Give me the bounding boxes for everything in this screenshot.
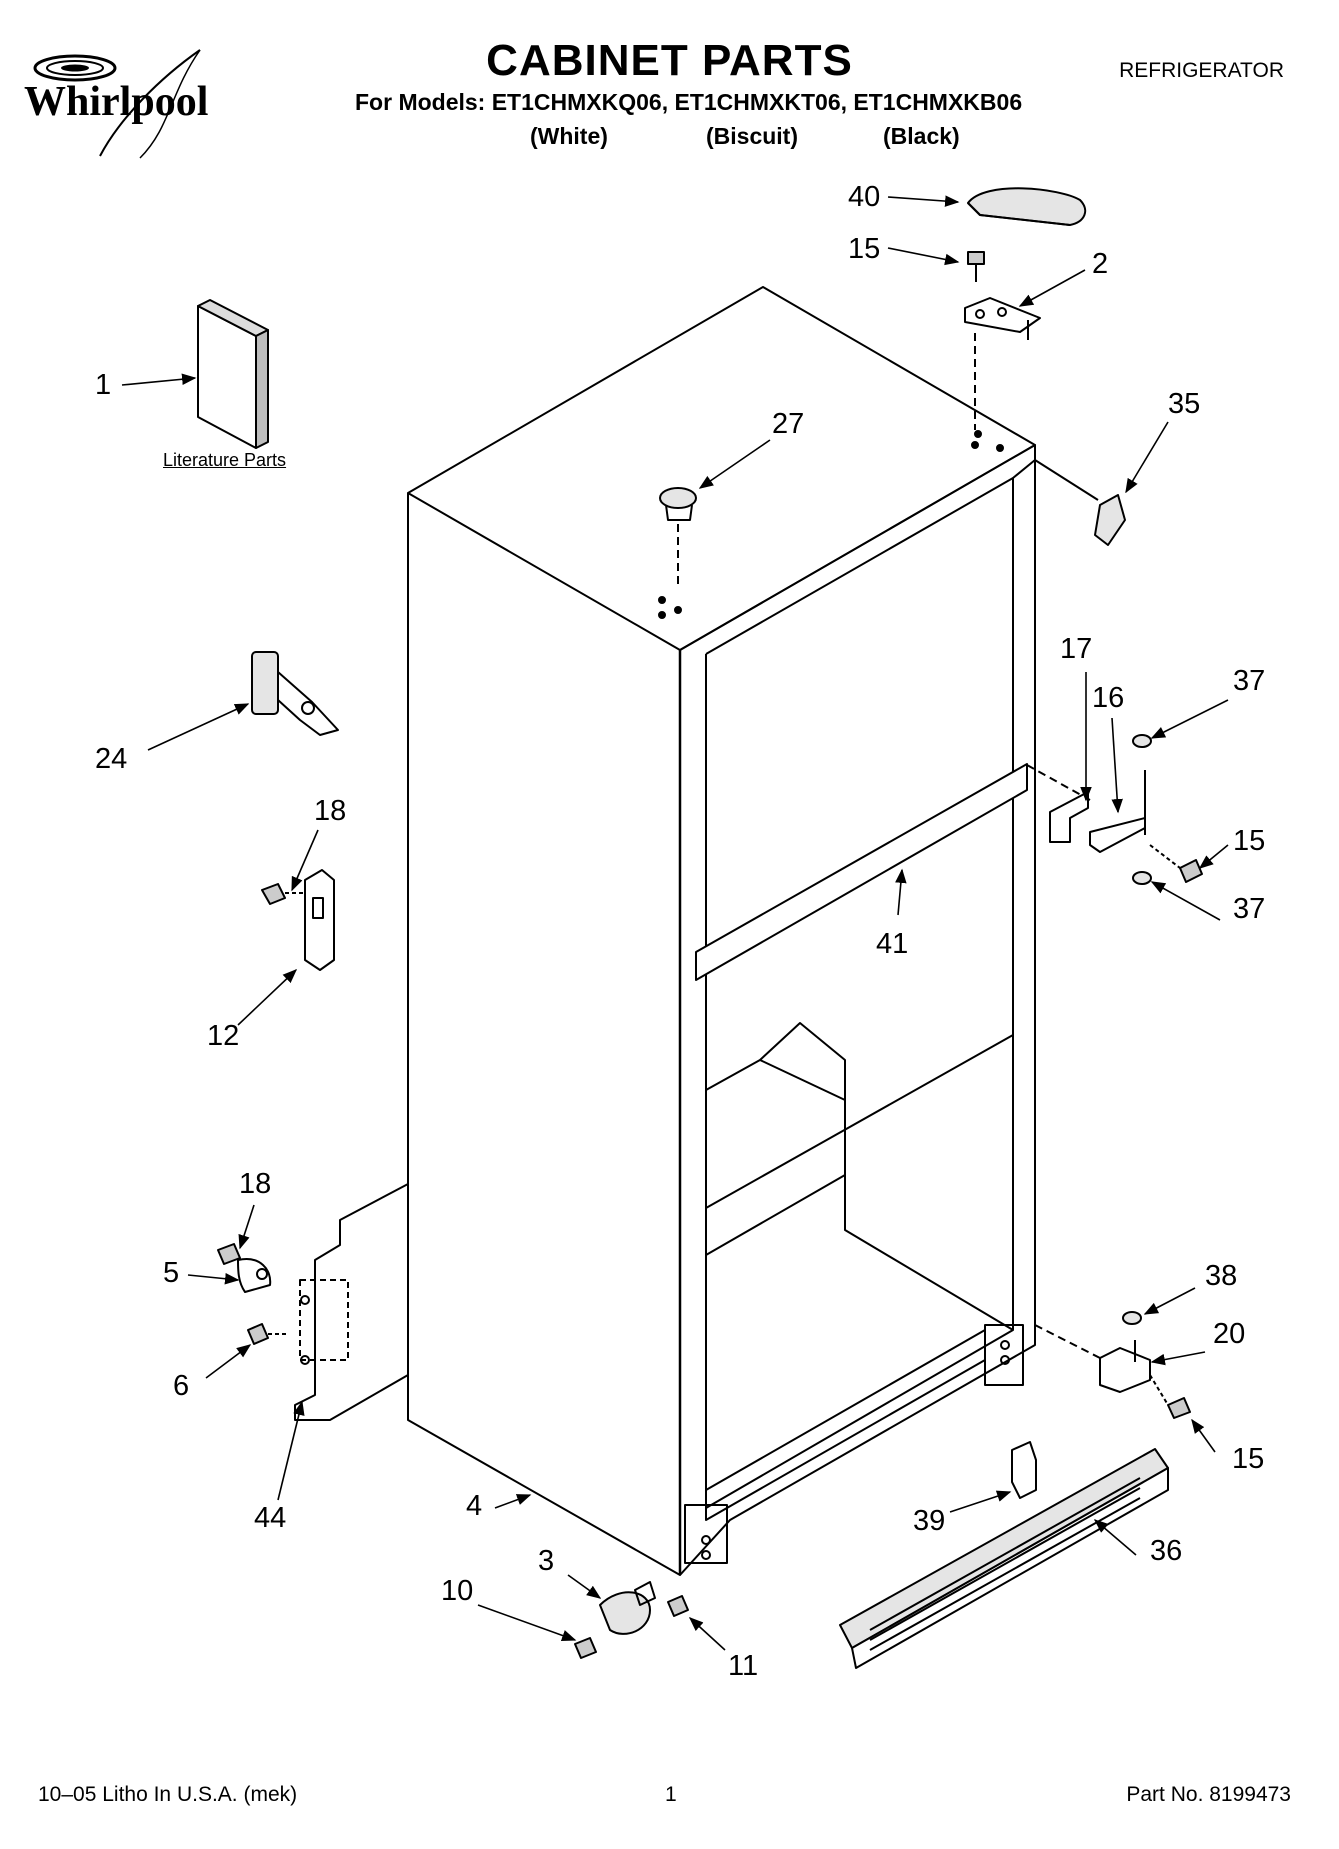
callout-10: 10 <box>441 1575 474 1607</box>
hinge-screw-icon <box>967 251 985 282</box>
callout-6: 6 <box>173 1370 190 1402</box>
page-title: CABINET PARTS <box>486 36 853 85</box>
litho-note: 10–05 Litho In U.S.A. (mek) <box>38 1783 298 1806</box>
callout-18-lower: 18 <box>239 1168 272 1200</box>
callout-39: 39 <box>913 1505 946 1537</box>
callout-40: 40 <box>848 181 881 213</box>
hinge-cover-icon <box>967 187 1087 226</box>
model-list: For Models: ET1CHMXKQ06, ET1CHMXKT06, ET… <box>355 89 1023 115</box>
cabinet-plug-icon <box>659 487 697 585</box>
part-number: Part No. 8199473 <box>1126 1783 1291 1806</box>
callout-41: 41 <box>876 928 909 960</box>
callout-3: 3 <box>538 1545 555 1577</box>
page-number: 1 <box>665 1783 677 1806</box>
toe-grille-icon <box>839 1448 1169 1669</box>
callout-11: 11 <box>728 1650 759 1682</box>
grille-clip-icon <box>1011 1441 1037 1499</box>
callout-18-upper: 18 <box>314 795 347 827</box>
callout-15-top: 15 <box>848 233 881 265</box>
callout-38: 38 <box>1205 1260 1238 1292</box>
variant-biscuit: (Biscuit) <box>706 123 798 149</box>
lower-hinge-icon <box>1034 1311 1191 1419</box>
door-stop-icon <box>1034 459 1126 546</box>
callout-35: 35 <box>1168 388 1201 420</box>
callout-37-bottom: 37 <box>1233 893 1266 925</box>
callout-24: 24 <box>95 743 128 775</box>
brand-name: Whirlpool <box>24 79 209 125</box>
center-hinge-icon <box>1026 734 1203 885</box>
literature-parts-icon <box>197 299 269 449</box>
side-shield-icon <box>294 1183 409 1421</box>
door-stop-pin-icon <box>251 651 339 736</box>
callout-2: 2 <box>1092 248 1109 280</box>
callout-5: 5 <box>163 1257 180 1289</box>
mounting-bracket-icon <box>261 869 335 971</box>
callout-36: 36 <box>1150 1535 1183 1567</box>
callout-20: 20 <box>1213 1318 1246 1350</box>
callout-17: 17 <box>1060 633 1093 665</box>
callout-1: 1 <box>95 369 112 401</box>
variant-black: (Black) <box>883 123 960 149</box>
callout-12: 12 <box>207 1020 240 1052</box>
clamp-and-screws-icon <box>217 1243 288 1345</box>
callout-16: 16 <box>1092 682 1125 714</box>
leveling-parts-icon <box>574 1581 689 1659</box>
callout-44: 44 <box>254 1502 287 1534</box>
callout-27: 27 <box>772 408 805 440</box>
callout-4: 4 <box>466 1490 483 1522</box>
logo-swoosh-icon <box>33 49 201 159</box>
callout-15-middle: 15 <box>1233 825 1266 857</box>
literature-parts-label: Literature Parts <box>163 450 287 470</box>
appliance-category: REFRIGERATOR <box>1119 59 1284 82</box>
top-hinge-icon <box>964 297 1041 430</box>
callout-15-bottom: 15 <box>1232 1443 1265 1475</box>
callout-leaders <box>121 195 1229 1651</box>
variant-white: (White) <box>530 123 608 149</box>
whirlpool-logo: Whirlpool <box>20 48 265 163</box>
refrigerator-cabinet-icon <box>407 286 1036 1576</box>
callout-37-top: 37 <box>1233 665 1266 697</box>
